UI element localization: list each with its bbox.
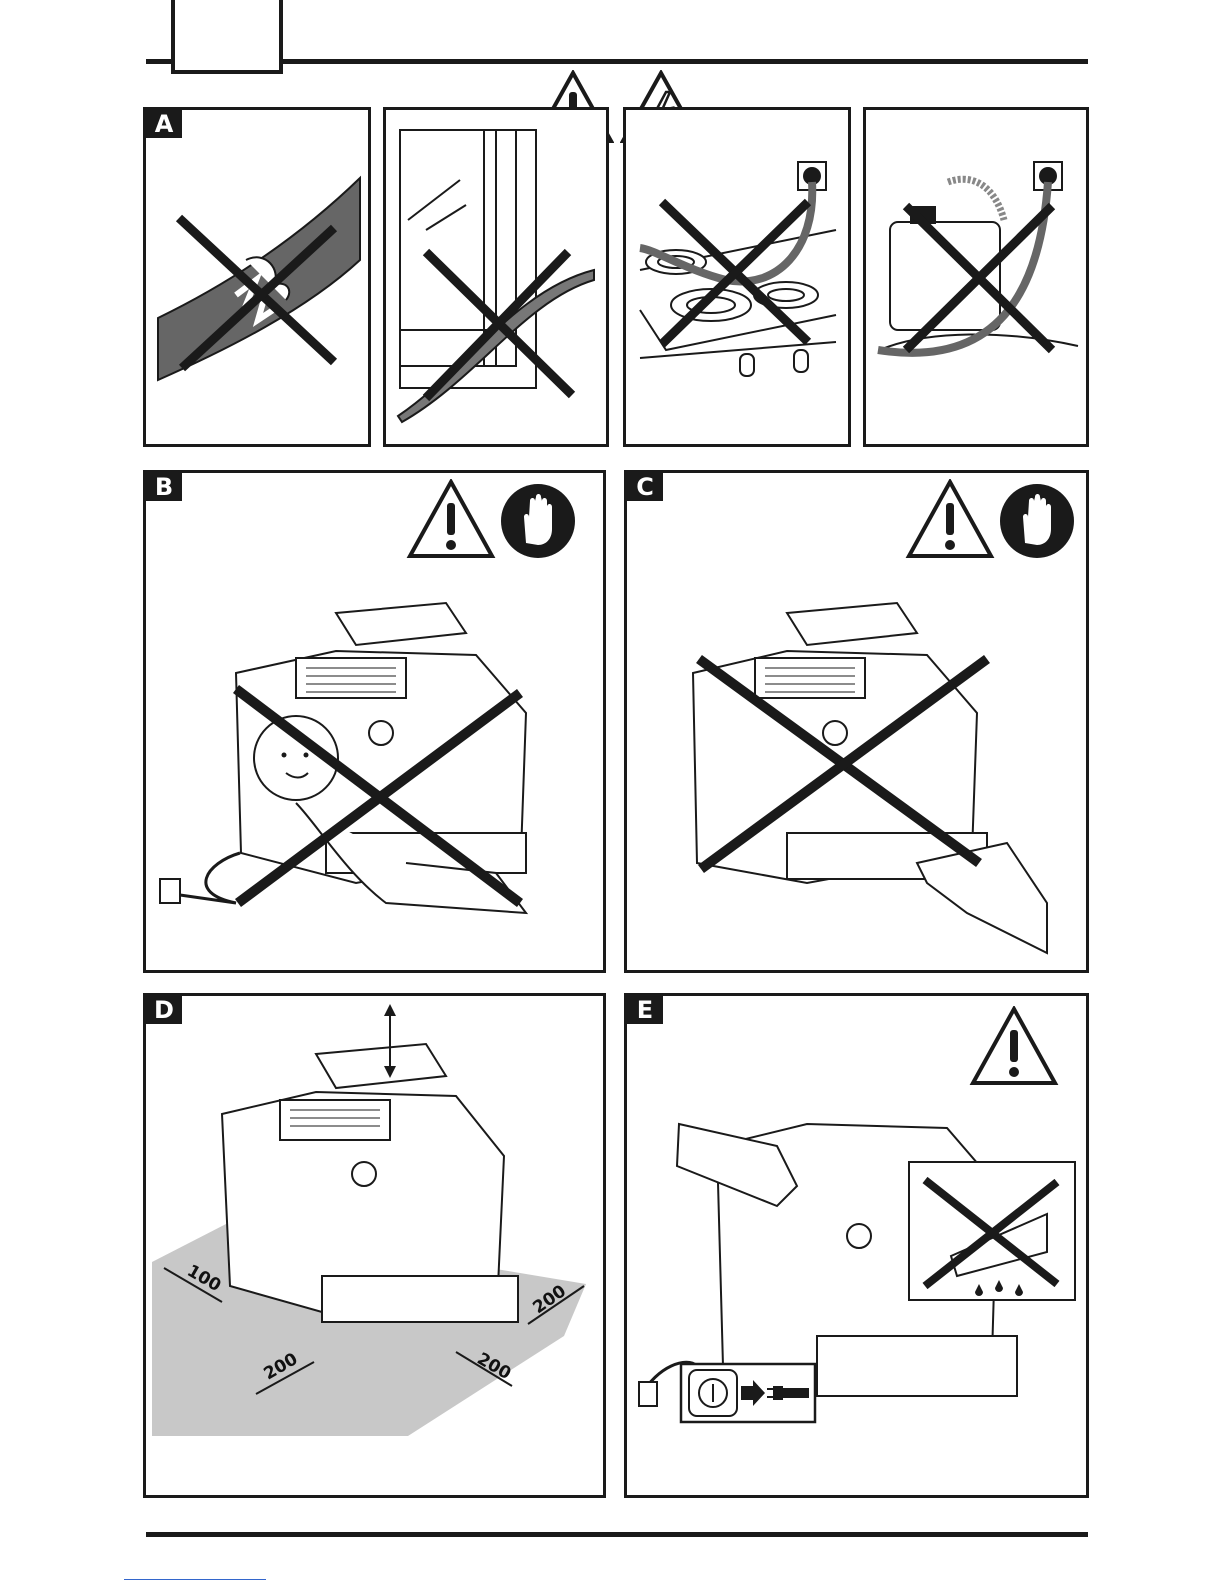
clearance-illustration: 100 200 200 200 [146, 996, 603, 1495]
panel-a-door-cable [383, 107, 609, 447]
panel-a-hot-stove [623, 107, 851, 447]
panel-c-hot-parts: C [624, 470, 1089, 973]
panel-a-torn-cable: A [143, 107, 371, 447]
panel-d-clearance: D 100 200 200 200 [143, 993, 606, 1498]
unplug-icon [681, 1364, 815, 1422]
cable-on-stove-illustration [626, 110, 848, 444]
panel-label-b: B [146, 473, 182, 501]
warning-triangle-icon [969, 1006, 1059, 1086]
header-rule [283, 59, 1088, 64]
header-tab [171, 0, 283, 74]
cable-in-door-illustration [386, 110, 606, 444]
panel-label-a: A [146, 110, 182, 138]
torn-cable-illustration [146, 110, 368, 444]
panel-label-e: E [627, 996, 663, 1024]
panel-label-c: C [627, 473, 663, 501]
coffee-machine-with-hand-illustration [627, 573, 1086, 973]
stop-hand-icon [500, 483, 576, 559]
cleaning-illustration [627, 1096, 1086, 1496]
coffee-machine-with-baby-illustration [146, 573, 603, 973]
footer-link-line [124, 1579, 266, 1580]
panel-e-cleaning: E [624, 993, 1089, 1498]
stop-hand-icon [999, 483, 1075, 559]
footer-rule [146, 1532, 1088, 1537]
panel-b-children: B [143, 470, 606, 973]
panel-a-wet-floor [863, 107, 1089, 447]
header-rule [146, 59, 171, 64]
panel-label-d: D [146, 996, 182, 1024]
warning-triangle-icon [905, 479, 995, 559]
cable-in-water-illustration [866, 110, 1086, 444]
warning-triangle-icon [406, 479, 496, 559]
